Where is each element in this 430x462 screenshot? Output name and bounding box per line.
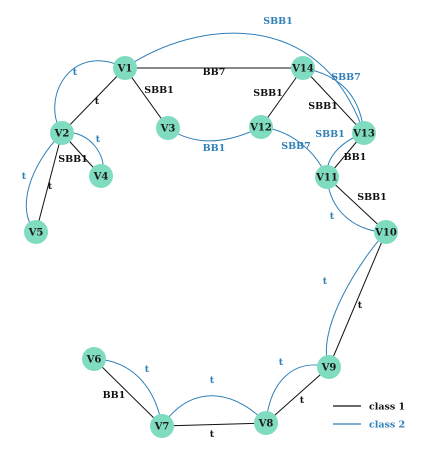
node-circle — [374, 220, 398, 244]
edge-v11-v10-class-1 — [326, 176, 387, 233]
edge-label-v1-v2: t — [73, 67, 78, 78]
node-label: V11 — [315, 173, 338, 184]
node-circle — [254, 411, 278, 435]
edge-label-v10-v9: t — [358, 300, 363, 311]
edge-label-v1-v2: t — [95, 96, 100, 107]
node-circle — [156, 116, 180, 140]
node-label: V2 — [54, 129, 70, 140]
edge-label-v6-v7: BB1 — [103, 390, 126, 401]
node-circle — [317, 355, 341, 379]
node-circle — [291, 56, 315, 80]
edge-label-v2-v4: t — [96, 134, 101, 145]
edge-label-v2-v4: SBB1 — [58, 154, 88, 165]
edge-label-v8-v7: t — [210, 375, 215, 386]
node-label: V13 — [352, 129, 375, 140]
node-v12: V12 — [249, 115, 273, 139]
edge-v14-v12-class-1 — [260, 67, 304, 128]
node-v3: V3 — [156, 116, 180, 140]
edge-v1-v13-class-2 — [124, 32, 365, 134]
node-label: V14 — [291, 64, 314, 75]
edge-v1-v3-class-1 — [124, 67, 169, 129]
edge-v9-v8-class-1 — [265, 366, 330, 424]
node-label: V12 — [249, 123, 272, 134]
node-circle — [315, 165, 339, 189]
edge-v1-v2-class-1 — [61, 67, 126, 134]
edge-label-v10-v9: t — [323, 276, 328, 287]
edge-label-v6-v7: t — [145, 364, 150, 375]
node-label: V3 — [160, 124, 176, 135]
node-v5: V5 — [24, 220, 48, 244]
edge-v6-v7-class-1 — [93, 358, 163, 427]
legend-item-class-1: class 1 — [333, 402, 405, 413]
legend: class 1 class 2 — [333, 402, 405, 431]
edge-label-v1-v13: SBB1 — [263, 16, 293, 27]
edge-label-v2-v5: t — [22, 171, 27, 182]
edge-label-v3-v12: BB1 — [203, 143, 226, 154]
node-label: V10 — [374, 228, 397, 239]
node-circle — [50, 121, 74, 145]
node-circle — [113, 56, 137, 80]
node-circle — [249, 115, 273, 139]
edge-v10-v9-class-1 — [328, 231, 387, 368]
node-circle — [352, 121, 376, 145]
edge-label-v1-v3: SBB1 — [144, 85, 174, 96]
legend-label: class 2 — [369, 420, 405, 431]
node-v2: V2 — [50, 121, 74, 145]
node-label: V6 — [86, 355, 102, 366]
node-label: V8 — [258, 419, 274, 430]
node-v11: V11 — [315, 165, 339, 189]
node-label: V5 — [28, 228, 44, 239]
edge-v8-v7-class-1 — [161, 422, 267, 427]
edge-v10-v9-class-2 — [325, 231, 387, 368]
edge-label-v12-v11: SBB7 — [281, 141, 311, 152]
edge-v2-v5-class-1 — [35, 132, 63, 233]
edge-label-v9-v8: t — [300, 395, 305, 406]
edge-label-v11-v10: SBB1 — [357, 192, 387, 203]
edge-v14-v13-class-1 — [302, 67, 365, 134]
edge-label-v11-v10: t — [330, 211, 335, 222]
legend-item-class-2: class 2 — [333, 420, 405, 431]
edge-labels-layer: BB7SBB1tSBB1tSBB1tttBB1SBB1SBB1SBB7SBB7B… — [22, 16, 387, 440]
node-v9: V9 — [317, 355, 341, 379]
node-circle — [82, 347, 106, 371]
edge-v1-v2-class-2 — [54, 60, 126, 134]
edge-label-v8-v7: t — [210, 429, 215, 440]
edge-label-v2-v5: t — [48, 181, 53, 192]
edge-label-v14-v13: SBB7 — [331, 72, 361, 83]
node-label: V7 — [154, 422, 170, 433]
edge-label-v9-v8: t — [279, 357, 284, 368]
edge-v3-v12-class-2 — [167, 126, 262, 142]
node-circle — [24, 220, 48, 244]
edge-v8-v7-class-2 — [161, 395, 267, 427]
node-v7: V7 — [150, 414, 174, 438]
edge-v2-v5-class-2 — [25, 132, 63, 233]
node-v8: V8 — [254, 411, 278, 435]
node-v14: V14 — [291, 56, 315, 80]
node-v1: V1 — [113, 56, 137, 80]
node-circle — [150, 414, 174, 438]
edge-label-v13-v11: BB1 — [344, 152, 367, 163]
node-label: V4 — [93, 172, 109, 183]
node-label: V9 — [321, 363, 337, 374]
node-v10: V10 — [374, 220, 398, 244]
legend-label: class 1 — [369, 402, 405, 413]
edge-label-v14-v12: SBB1 — [253, 88, 283, 99]
edge-label-v14-v13: SBB1 — [308, 101, 338, 112]
node-circle — [89, 164, 113, 188]
node-v6: V6 — [82, 347, 106, 371]
node-v13: V13 — [352, 121, 376, 145]
edge-label-v1-v14: BB7 — [203, 67, 226, 78]
edge-label-v13-v11: SBB1 — [315, 129, 345, 140]
node-v4: V4 — [89, 164, 113, 188]
node-label: V1 — [117, 64, 133, 75]
